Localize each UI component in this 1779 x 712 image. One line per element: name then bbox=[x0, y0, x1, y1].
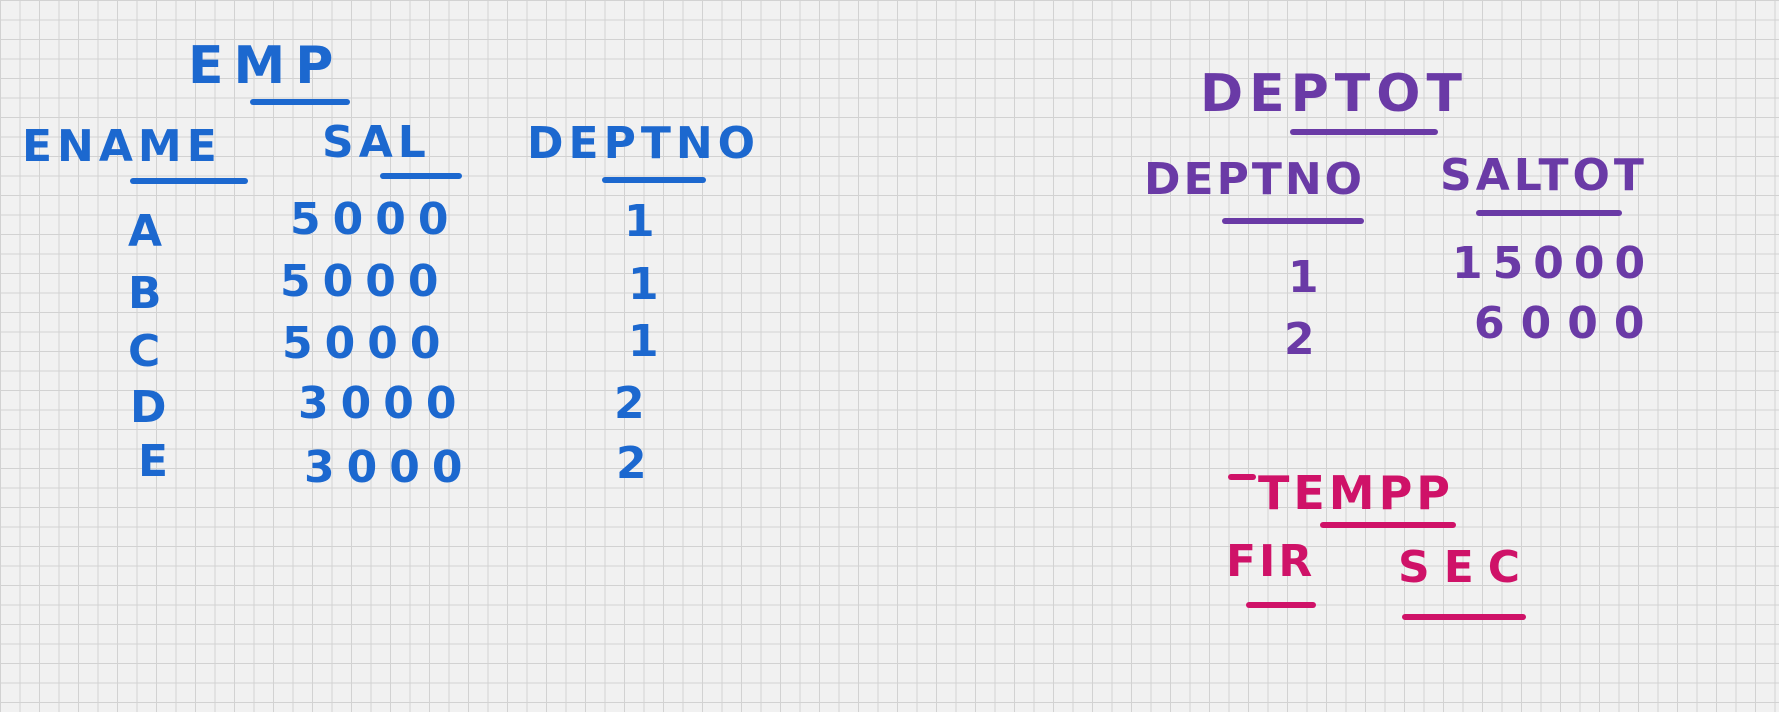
deptot-cell-saltot: 15000 bbox=[1452, 238, 1656, 289]
emp-cell-deptno: 1 bbox=[624, 196, 667, 247]
tempp-header-sec-underline bbox=[1402, 614, 1526, 620]
emp-cell-sal: 5000 bbox=[280, 256, 451, 307]
emp-cell-ename: D bbox=[130, 382, 179, 433]
tempp-header-fir: FIR bbox=[1226, 536, 1316, 587]
emp-cell-ename: C bbox=[128, 326, 173, 377]
emp-header-deptno-underline bbox=[602, 177, 706, 183]
deptot-header-deptno: DEPTNO bbox=[1144, 154, 1366, 205]
deptot-header-saltot-underline bbox=[1476, 210, 1622, 216]
emp-title-underline bbox=[250, 99, 350, 105]
deptot-title: DEPTOT bbox=[1200, 64, 1468, 124]
emp-cell-sal: 3000 bbox=[298, 378, 469, 429]
emp-header-ename: ENAME bbox=[22, 121, 222, 172]
emp-header-sal-underline bbox=[380, 173, 462, 179]
emp-header-deptno: DEPTNO bbox=[527, 118, 761, 169]
emp-cell-sal: 5000 bbox=[282, 318, 453, 369]
emp-cell-deptno: 1 bbox=[628, 316, 671, 367]
tempp-title-underline-lower bbox=[1320, 522, 1456, 528]
tempp-header-fir-underline bbox=[1246, 602, 1316, 608]
emp-header-sal: SAL bbox=[322, 117, 431, 168]
emp-cell-sal: 3000 bbox=[304, 442, 475, 493]
emp-cell-deptno: 2 bbox=[614, 378, 657, 429]
deptot-cell-saltot: 6000 bbox=[1474, 298, 1661, 349]
deptot-title-underline bbox=[1290, 129, 1438, 135]
tempp-header-sec: SEC bbox=[1398, 542, 1535, 593]
deptot-cell-deptno: 1 bbox=[1288, 252, 1335, 303]
deptot-header-saltot: SALTOT bbox=[1440, 150, 1648, 201]
emp-cell-sal: 5000 bbox=[290, 194, 461, 245]
emp-cell-ename: B bbox=[128, 268, 174, 319]
emp-cell-ename: E bbox=[138, 436, 181, 487]
emp-title: EMP bbox=[188, 36, 344, 96]
emp-cell-deptno: 2 bbox=[616, 438, 659, 489]
deptot-cell-deptno: 2 bbox=[1284, 314, 1331, 365]
deptot-header-deptno-underline bbox=[1222, 218, 1364, 224]
emp-cell-deptno: 1 bbox=[628, 259, 671, 310]
tempp-title-underline bbox=[1228, 474, 1256, 480]
emp-header-ename-underline bbox=[130, 178, 248, 184]
emp-cell-ename: A bbox=[128, 206, 175, 257]
tempp-title: TEMPP bbox=[1258, 466, 1455, 520]
